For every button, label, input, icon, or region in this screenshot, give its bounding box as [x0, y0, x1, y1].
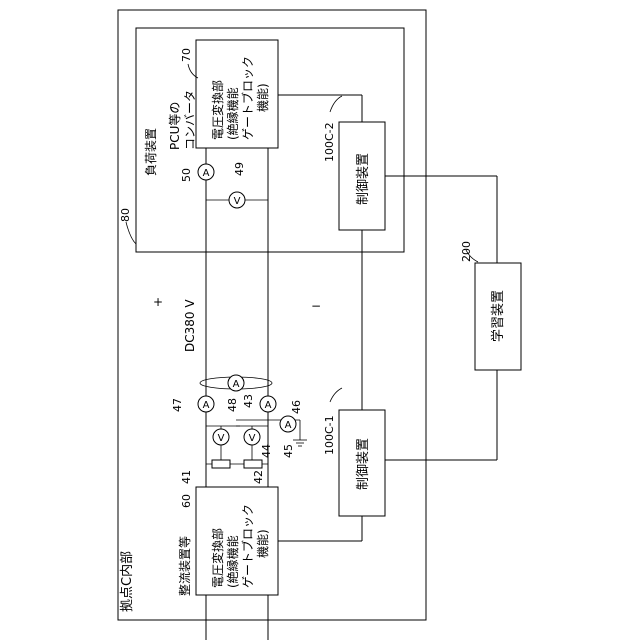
frame-ref-80-leader [126, 222, 136, 244]
load-converter-text-4: 機能) [255, 83, 270, 112]
source-voltmeter-43-ref: 43 [242, 394, 255, 408]
learning-device-label: 学習装置 [490, 290, 506, 342]
load-converter-text-1: 電圧変換部 [210, 80, 225, 140]
resistor-41 [212, 460, 230, 468]
source-ammeter-48-ref: 48 [226, 398, 239, 412]
source-ammeter-47-symbol: A [203, 400, 210, 411]
source-converter-ref: 60 [180, 494, 193, 508]
source-converter-text-3: ゲートブロック [240, 504, 255, 588]
load-ammeter-symbol: A [203, 168, 210, 179]
site-label: 拠点C内部 [119, 551, 135, 612]
converter-caption-line2: コンバータ [183, 90, 197, 150]
load-converter-text-3: ゲートブロック [240, 56, 255, 140]
load-device-label: 負荷装置 [144, 128, 158, 176]
source-converter-text-2: (絶縁機能 [225, 535, 240, 588]
source-voltmeter-44-ref: 44 [260, 444, 273, 458]
source-ammeter-46-ref: 46 [290, 400, 303, 414]
load-voltmeter-ref: 49 [233, 162, 246, 176]
load-controller-label: 制御装置 [356, 153, 371, 205]
load-controller-ref-leader [330, 96, 342, 112]
load-converter-text-2: (絶縁機能 [225, 87, 240, 140]
source-controller-ref: 100C-1 [323, 415, 336, 455]
source-ammeter-48-symbol: A [233, 379, 240, 390]
converter-caption-line1: PCU等の [168, 102, 182, 150]
load-ammeter-ref: 50 [180, 168, 193, 182]
resistor-42-ref: 42 [252, 470, 265, 484]
source-controller-ref-leader [330, 388, 342, 402]
bus-voltage-label: DC380 V [183, 299, 197, 352]
frame-ref-80: 80 [119, 208, 132, 222]
source-ammeter-47-ref: 47 [171, 398, 184, 412]
source-converter-text-1: 電圧変換部 [210, 528, 225, 588]
source-ammeter-46-symbol: A [265, 400, 272, 411]
source-converter-text-4: 機能) [255, 529, 270, 558]
load-converter-ref: 70 [180, 48, 193, 62]
source-ammeter-45-ref: 45 [282, 444, 295, 458]
source-device-caption: 整流装置等 [177, 536, 192, 596]
source-voltmeter-43-symbol: V [218, 433, 225, 444]
resistor-41-ref: 41 [180, 470, 193, 484]
source-controller-label: 制御装置 [356, 438, 371, 490]
bus-minus-sign: − [311, 299, 321, 313]
load-voltmeter-symbol: V [234, 196, 241, 207]
source-voltmeter-44-symbol: V [249, 433, 256, 444]
load-controller-ref: 100C-2 [323, 122, 336, 162]
bus-plus-sign: + [153, 295, 163, 309]
source-ammeter-45-symbol: A [285, 420, 292, 431]
resistor-42 [244, 460, 262, 468]
